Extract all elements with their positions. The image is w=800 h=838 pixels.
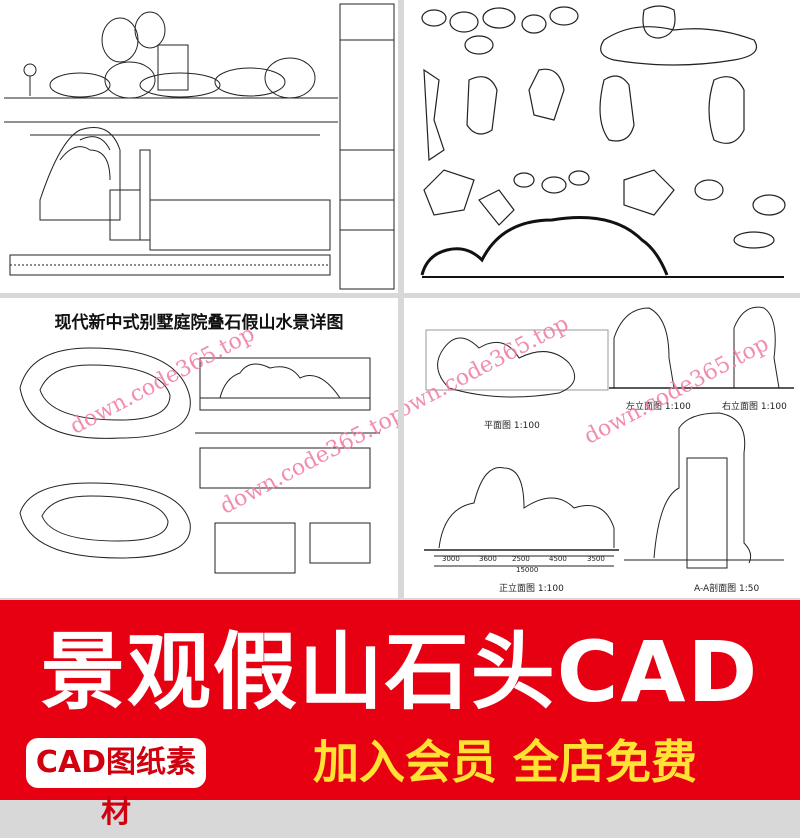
- dimension: 3500: [587, 555, 605, 563]
- waterfall-rockery-drawing: [4, 3, 395, 290]
- cad-panel-courtyard-detail: 现代新中式别墅庭院叠石假山水景详图 down.code365.top down.…: [0, 298, 398, 598]
- cad-panel-waterfall-section: [0, 0, 398, 293]
- left-elevation-label: 左立面图 1:100: [626, 402, 691, 412]
- dimension-total: 15000: [516, 566, 539, 574]
- drawing-title: 现代新中式别墅庭院叠石假山水景详图: [54, 313, 344, 333]
- dimension: 3600: [479, 555, 497, 563]
- elevation-drawing: [424, 306, 794, 569]
- dimension: 3000: [442, 555, 460, 563]
- rock-shapes-drawing: [420, 5, 786, 278]
- promo-banner: 景观假山石头CAD CAD图纸素材 加入会员 全店免费: [0, 600, 800, 830]
- dimension: 2500: [512, 555, 530, 563]
- dimension: 4500: [549, 555, 567, 563]
- cad-panel-elevations: 平面图 1:100 左立面图 1:100 右立面图 1:100 正立面图 1:1…: [404, 298, 800, 598]
- banner-title: 景观假山石头CAD: [40, 623, 760, 721]
- plan-view-label: 平面图 1:100: [484, 421, 540, 431]
- right-elevation-label: 右立面图 1:100: [722, 402, 787, 412]
- courtyard-rockery-drawing: [19, 347, 380, 574]
- cad-panel-rock-library: [404, 0, 800, 293]
- front-elevation-label: 正立面图 1:100: [499, 584, 564, 594]
- membership-promo: 加入会员 全店免费: [312, 735, 697, 789]
- section-aa-label: A-A剖面图 1:50: [694, 584, 760, 594]
- category-tag: CAD图纸素材: [26, 738, 206, 830]
